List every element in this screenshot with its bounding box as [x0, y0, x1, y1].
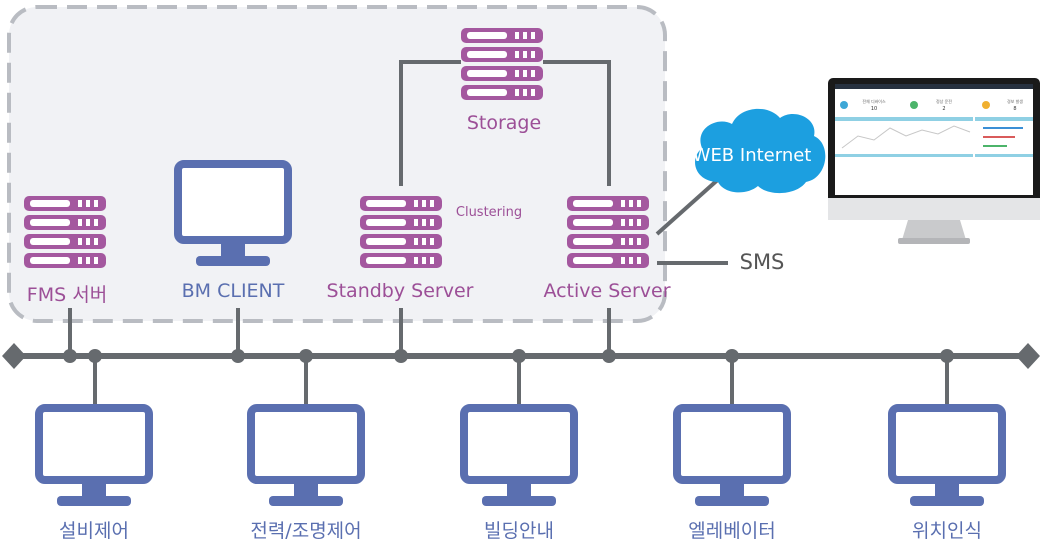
dashboard-stat-value: 2 — [942, 106, 946, 112]
cloud-icon — [695, 108, 826, 194]
dashboard-stat-value: 10 — [870, 106, 878, 112]
client-label: 위치인식 — [912, 520, 982, 542]
bus-nodes — [2, 343, 1040, 369]
standby-server-label: Standby Server — [326, 280, 474, 302]
client-monitor-icon — [677, 408, 787, 506]
client-monitor-icon — [251, 408, 361, 506]
client-monitor-icon — [464, 408, 574, 506]
sms-label: SMS — [739, 250, 785, 274]
dashboard-stat-value: 8 — [1013, 106, 1017, 112]
web-internet-label: WEB Internet — [692, 145, 812, 166]
storage-label: Storage — [466, 112, 542, 134]
client-monitor-icon — [39, 408, 149, 506]
client-label: 엘레베이터 — [688, 520, 776, 542]
active-server-label: Active Server — [543, 280, 671, 302]
cluster-links — [399, 60, 611, 186]
fms-server-label: FMS 서버 — [26, 284, 108, 306]
bus-drops — [68, 174, 949, 404]
client-monitor-icon — [892, 408, 1002, 506]
clustering-label: Clustering — [455, 205, 523, 220]
dashboard-screen — [835, 84, 1033, 195]
server-zone — [7, 5, 667, 323]
dashboard-monitor — [828, 78, 1040, 244]
client-label: 전력/조명제어 — [250, 520, 362, 542]
dashboard-stat-label: 경보 발생 — [1007, 99, 1023, 104]
client-label: 빌딩안내 — [484, 520, 554, 542]
dashboard-stat-label: 정상 운전 — [936, 99, 952, 104]
dashboard-stat-label: 전체 디바이스 — [862, 99, 886, 104]
client-label: 설비제어 — [59, 520, 129, 542]
bm-client-label: BM CLIENT — [181, 280, 285, 302]
